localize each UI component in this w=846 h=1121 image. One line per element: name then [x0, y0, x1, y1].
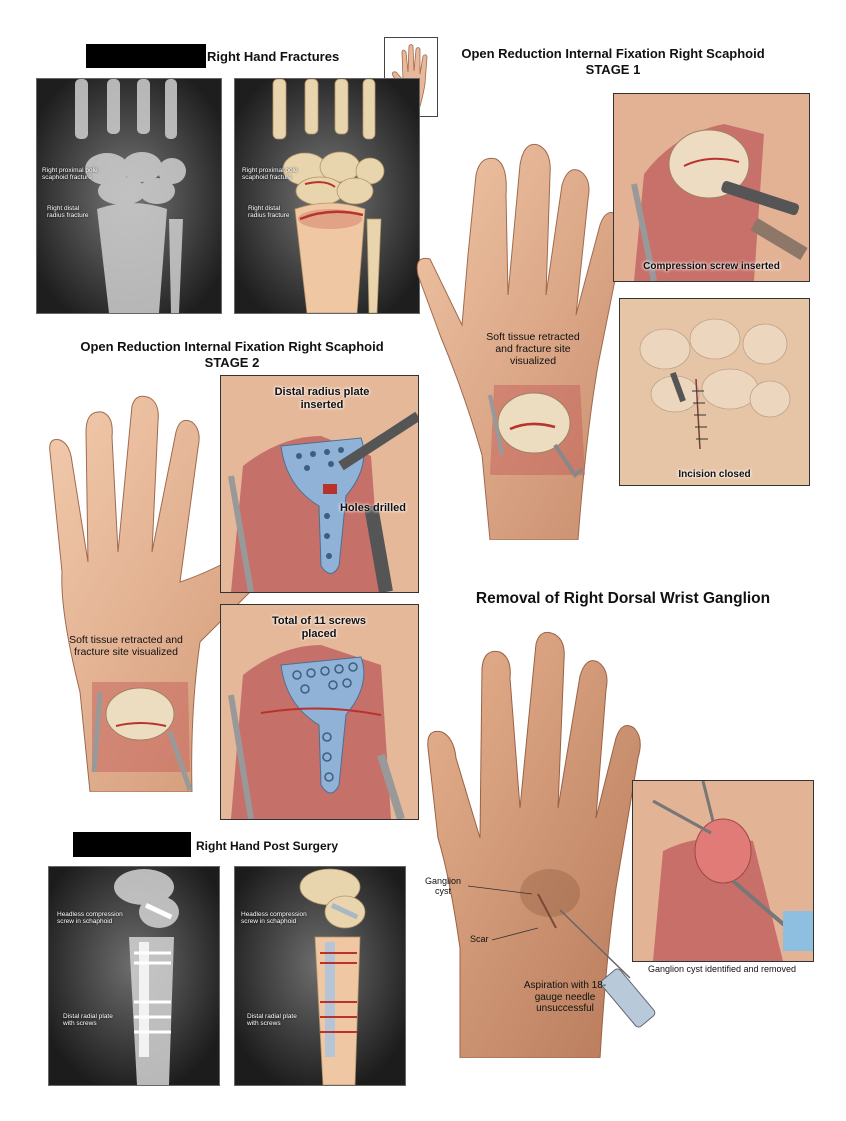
stage2-panel-plate-caption: Distal radius plate inserted [274, 386, 370, 411]
stage1-title-line2: STAGE 1 [585, 61, 641, 77]
stage1-hand-illustration: Soft tissue retracted and fracture site … [410, 135, 640, 540]
stage1-panel-screw: Compression screw inserted [613, 93, 810, 282]
stage1-panel-incision-caption: Incision closed [678, 469, 751, 480]
post-op-xray-plain: Headless compression screw in schaphoid … [48, 866, 220, 1086]
stage1-title-line1: Open Reduction Internal Fixation Right S… [461, 46, 765, 61]
stage1-panel-incision: Incision closed [619, 298, 810, 486]
ganglion-panel-caption: Ganglion cyst identified and removed [647, 964, 797, 974]
ganglion-title: Removal of Right Dorsal Wrist Ganglion [475, 590, 771, 607]
stage2-title: Open Reduction Internal Fixation Right S… [60, 339, 404, 370]
stage1-title: Open Reduction Internal Fixation Right S… [440, 46, 786, 77]
post-xray-illus-label-screw: Headless compression screw in schaphoid [241, 911, 307, 926]
ganglion-panel-removal [632, 780, 814, 962]
ganglion-label-cyst: Ganglion cyst [424, 876, 462, 897]
stage2-hand-illustration: Soft tissue retracted and fracture site … [40, 392, 300, 792]
ganglion-label-scar: Scar [470, 934, 489, 944]
redacted-name-bar [86, 44, 206, 68]
stage2-title-line1: Open Reduction Internal Fixation Right S… [80, 339, 384, 354]
post-op-xray-illustrated: Headless compression screw in schaphoid … [234, 866, 406, 1086]
xray-illus-label-radius: Right distal radius fracture [248, 205, 290, 220]
stage2-panel-screws: Total of 11 screws placed [220, 604, 419, 820]
stage2-panel-screws-caption: Total of 11 screws placed [272, 615, 366, 640]
redacted-name-bar-post [73, 832, 191, 857]
stage2-hand-caption: Soft tissue retracted and fracture site … [69, 634, 183, 659]
stage2-title-line2: STAGE 2 [204, 354, 260, 370]
xray-label-scaphoid: Right proximal pole scaphoid fracture [42, 167, 98, 182]
xray-illus-label-scaphoid: Right proximal pole scaphoid fracture [242, 167, 298, 182]
stage2-panel-drill: Distal radius plate inserted Holes drill… [220, 375, 419, 593]
post-xray-label-screw: Headless compression screw in schaphoid [57, 911, 123, 926]
post-xray-illus-label-plate: Distal radial plate with screws [247, 1013, 297, 1028]
pre-op-title: Right Hand Fractures [207, 49, 340, 64]
pre-op-xray-plain: Right proximal pole scaphoid fracture Ri… [36, 78, 222, 314]
ganglion-aspiration-caption: Aspiration with 18-gauge needle unsucces… [523, 980, 607, 1014]
ganglion-hand-illustration: Ganglion cyst Scar Aspiration with 18-ga… [420, 628, 660, 1058]
post-xray-label-plate: Distal radial plate with screws [63, 1013, 113, 1028]
stage2-panel-holes-caption: Holes drilled [339, 502, 407, 514]
post-op-title: Right Hand Post Surgery [196, 839, 339, 853]
stage1-panel-screw-caption: Compression screw inserted [643, 261, 780, 272]
pre-op-xray-illustrated: Right proximal pole scaphoid fracture Ri… [234, 78, 420, 314]
stage1-hand-caption: Soft tissue retracted and fracture site … [486, 331, 580, 368]
xray-label-radius: Right distal radius fracture [47, 205, 89, 220]
